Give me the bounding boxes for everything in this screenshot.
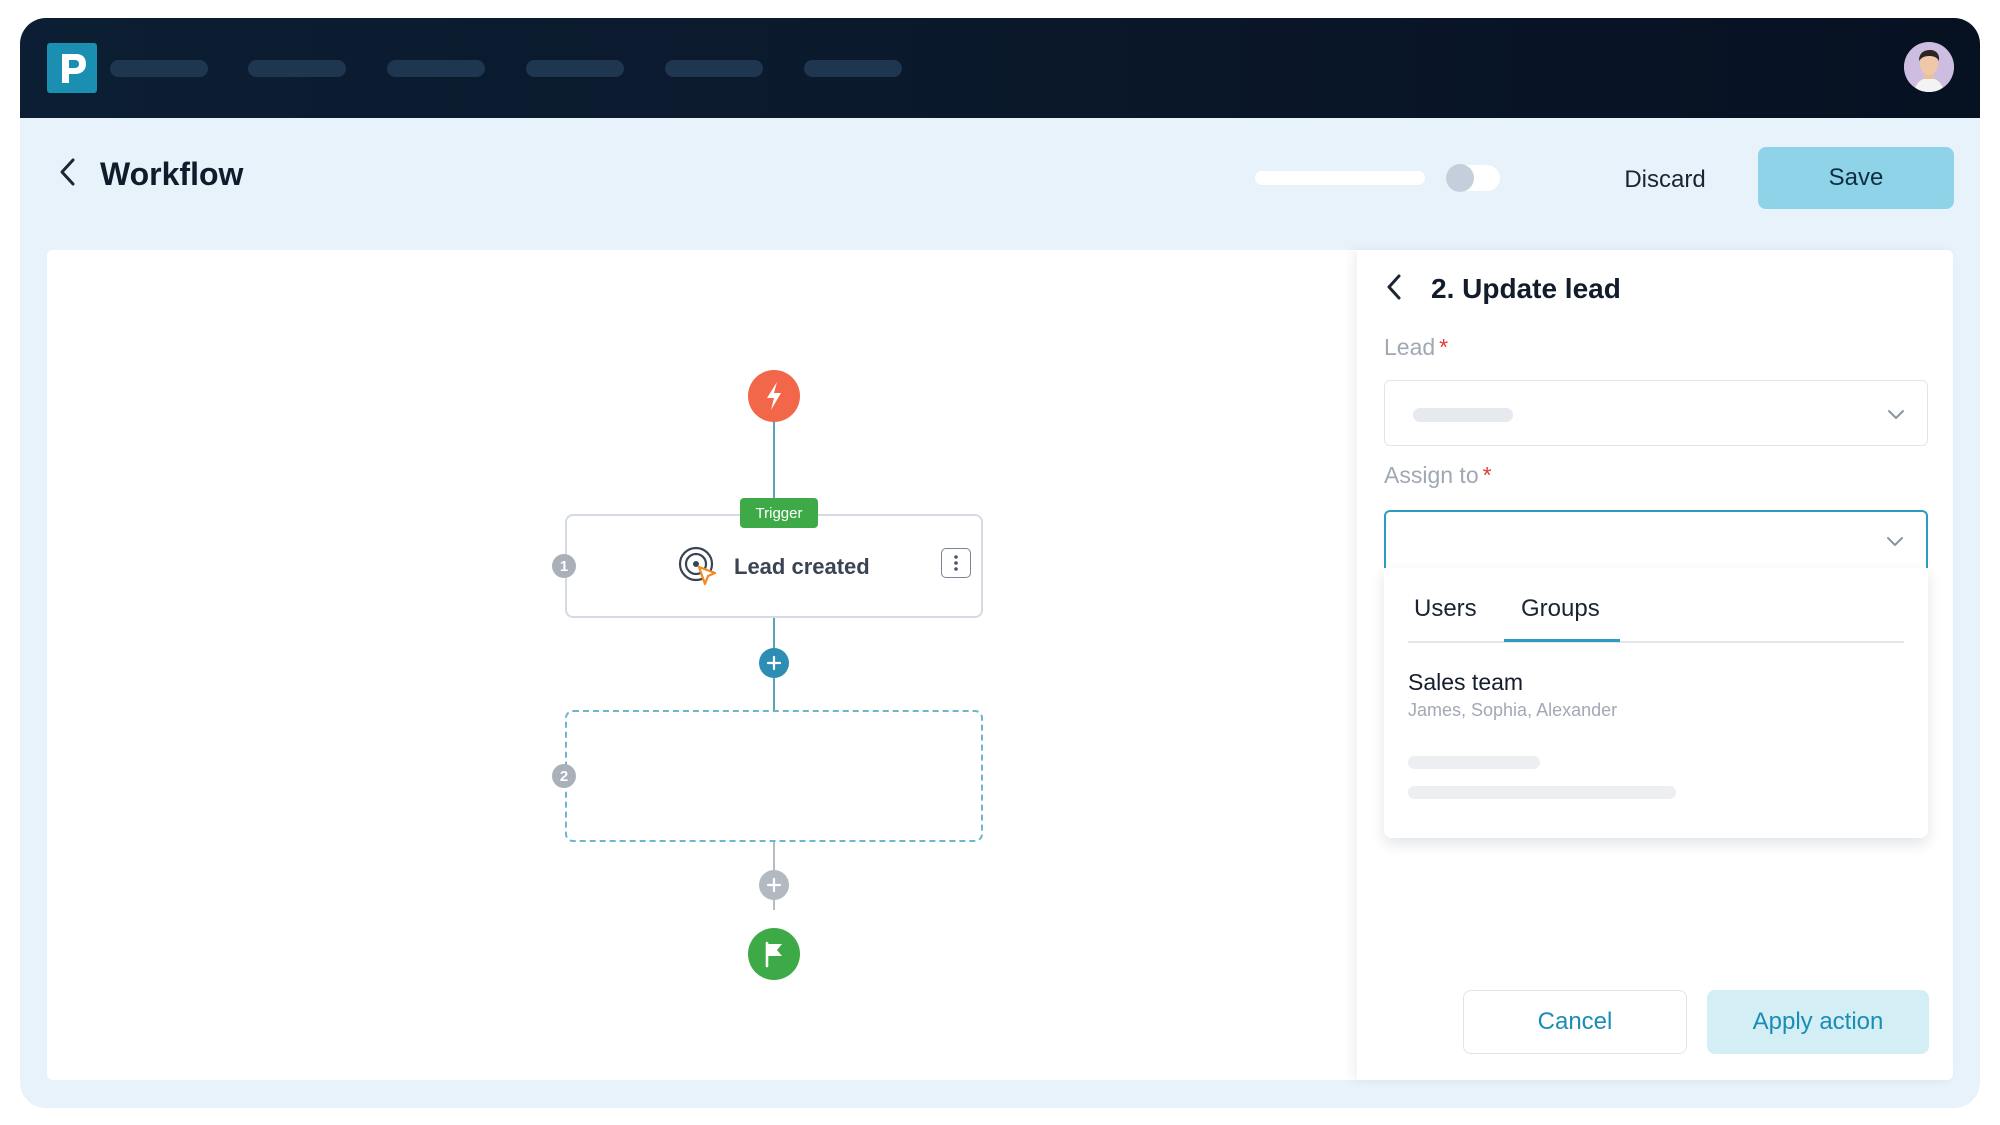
chevron-down-icon <box>1887 537 1903 546</box>
discard-button[interactable]: Discard <box>1600 166 1730 194</box>
nav-item-3[interactable] <box>387 60 485 77</box>
toggle-knob <box>1446 164 1474 192</box>
back-button[interactable] <box>50 154 86 190</box>
nav-item-2[interactable] <box>248 60 346 77</box>
lightning-icon <box>767 382 781 410</box>
required-mark: * <box>1482 462 1492 488</box>
nav-item-4[interactable] <box>526 60 624 77</box>
chevron-left-icon <box>60 158 75 186</box>
lead-label-text: Lead <box>1384 334 1436 360</box>
group-name: Sales team <box>1408 669 1524 695</box>
option-placeholder-line <box>1408 756 1540 769</box>
step-number-2: 2 <box>552 764 576 788</box>
flag-icon <box>765 941 782 968</box>
flow-connectors <box>773 374 775 910</box>
workflow-name-placeholder <box>1255 171 1425 185</box>
tab-users[interactable]: Users <box>1414 595 1477 622</box>
lead-select-value-placeholder <box>1413 408 1513 422</box>
cancel-button[interactable]: Cancel <box>1463 990 1687 1054</box>
action-settings-panel: 2. Update lead Lead* Assign to* Users <box>1357 250 1953 1080</box>
kebab-menu-icon <box>954 555 958 571</box>
apply-action-button[interactable]: Apply action <box>1707 990 1929 1054</box>
step-number-1: 1 <box>552 554 576 578</box>
nav-item-1[interactable] <box>110 60 208 77</box>
trigger-node-label: Lead created <box>734 554 870 579</box>
app-window: Workflow Discard Save Trigger 1 <box>20 18 1980 1108</box>
lead-field-label: Lead* <box>1384 333 1448 361</box>
group-option-sales-team[interactable]: Sales team James, Sophia, Alexander <box>1408 668 1904 738</box>
tab-groups[interactable]: Groups <box>1521 595 1600 622</box>
tab-divider <box>1408 641 1904 643</box>
target-cursor-icon <box>677 545 719 587</box>
empty-action-node[interactable] <box>565 710 983 842</box>
add-step-button-end[interactable] <box>759 870 789 900</box>
assign-to-select[interactable] <box>1384 510 1928 568</box>
chevron-left-icon <box>1387 274 1401 300</box>
required-mark: * <box>1439 334 1449 360</box>
user-avatar[interactable] <box>1904 42 1954 92</box>
workflow-canvas: Trigger 1 Lead created 2 <box>47 250 1953 1080</box>
workflow-active-toggle[interactable] <box>1446 164 1500 192</box>
plus-icon <box>766 655 782 671</box>
add-step-button[interactable] <box>759 648 789 678</box>
trigger-start-node[interactable] <box>748 370 800 422</box>
assign-label-text: Assign to <box>1384 462 1479 488</box>
top-nav-bar <box>20 18 1980 118</box>
trigger-badge: Trigger <box>740 498 818 528</box>
chevron-down-icon <box>1888 410 1904 419</box>
nav-item-5[interactable] <box>665 60 763 77</box>
node-menu-button[interactable] <box>941 548 971 578</box>
lead-select[interactable] <box>1384 380 1928 446</box>
workflow-end-node[interactable] <box>748 928 800 980</box>
page-title: Workflow <box>100 156 244 192</box>
group-members: James, Sophia, Alexander <box>1408 700 1618 720</box>
nav-item-6[interactable] <box>804 60 902 77</box>
panel-title: 2. Update lead <box>1431 273 1621 304</box>
assign-field-label: Assign to* <box>1384 461 1492 489</box>
active-tab-indicator <box>1504 639 1620 642</box>
plus-icon <box>766 877 782 893</box>
panel-back-button[interactable] <box>1377 270 1411 304</box>
option-placeholder-line <box>1408 786 1676 799</box>
brand-logo-icon[interactable] <box>47 43 97 93</box>
save-button[interactable]: Save <box>1758 147 1954 209</box>
assign-to-dropdown: Users Groups Sales team James, Sophia, A… <box>1384 568 1928 838</box>
